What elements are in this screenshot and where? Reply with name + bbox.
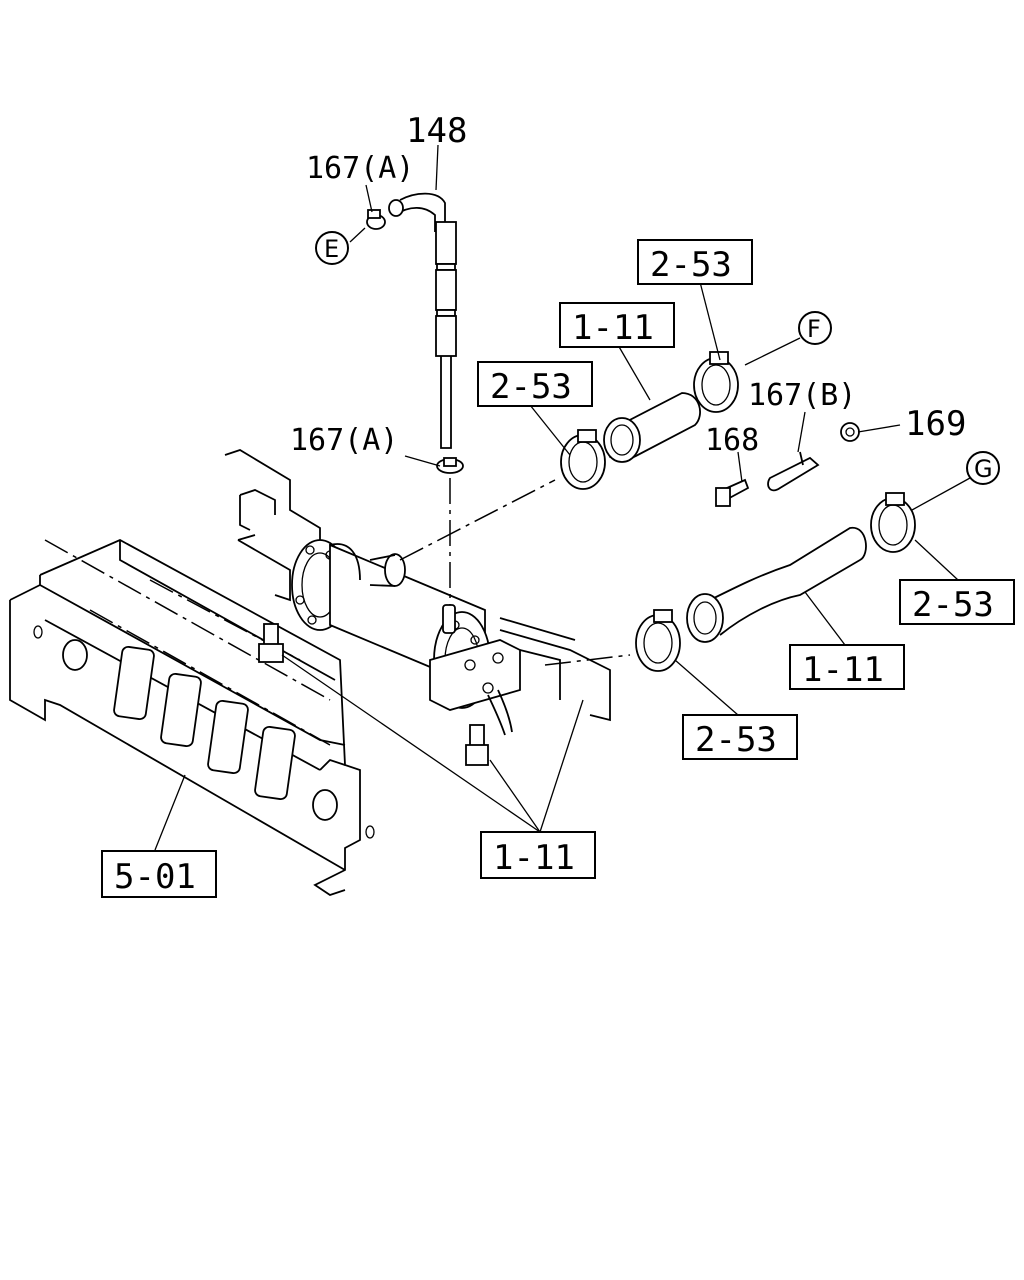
label-148: 148 [406, 111, 467, 151]
hose-1-11-lower [686, 527, 867, 643]
callout-2-53-bottom-text: 2-53 [695, 720, 777, 760]
callout-2-53-left: 2-53 [477, 361, 593, 407]
circle-marker-e-text: E [324, 235, 339, 263]
clip-167a-lower [436, 457, 464, 474]
callout-1-11-top-text: 1-11 [572, 308, 654, 348]
callout-1-11-right: 1-11 [789, 644, 905, 690]
hose-1-11-upper [603, 392, 701, 463]
clamp-2-53-left [560, 429, 606, 490]
circle-marker-g: G [966, 451, 1000, 485]
label-167a-lower: 167(A) [290, 423, 398, 458]
callout-2-53-bottom: 2-53 [682, 714, 798, 760]
center-line-upper [399, 479, 556, 561]
callout-2-53-left-text: 2-53 [490, 367, 572, 407]
callout-2-53-top: 2-53 [637, 239, 753, 285]
label-167b: 167(B) [748, 378, 856, 413]
bolt-168 [715, 478, 750, 507]
clip-167a-upper [366, 209, 386, 230]
nut-169 [840, 422, 860, 442]
callout-1-11-bottom: 1-11 [480, 831, 596, 879]
callout-1-11-right-text: 1-11 [802, 650, 884, 690]
label-168: 168 [705, 423, 759, 458]
circle-marker-f-text: F [807, 315, 821, 343]
callout-2-53-top-text: 2-53 [650, 245, 732, 285]
callout-2-53-right-text: 2-53 [912, 585, 994, 625]
label-167a-upper: 167(A) [306, 151, 414, 186]
circle-marker-f: F [798, 311, 832, 345]
center-line-lower [544, 654, 631, 666]
pipe-148 [388, 192, 457, 449]
exhaust-muffler [224, 449, 611, 766]
circle-marker-e: E [315, 231, 349, 265]
label-169: 169 [905, 404, 966, 444]
frame-crossmember [9, 538, 375, 896]
clamp-2-53-right [870, 492, 916, 553]
callout-1-11-bottom-text: 1-11 [493, 838, 575, 878]
callout-5-01: 5-01 [101, 850, 217, 898]
clip-167b [767, 451, 820, 492]
callout-2-53-right: 2-53 [899, 579, 1015, 625]
circle-marker-g-text: G [974, 455, 993, 483]
clamp-2-53-lower [635, 609, 681, 672]
callout-5-01-text: 5-01 [114, 857, 196, 897]
callout-1-11-top: 1-11 [559, 302, 675, 348]
leader-lines [154, 144, 971, 851]
clamp-2-53-top [693, 351, 739, 413]
